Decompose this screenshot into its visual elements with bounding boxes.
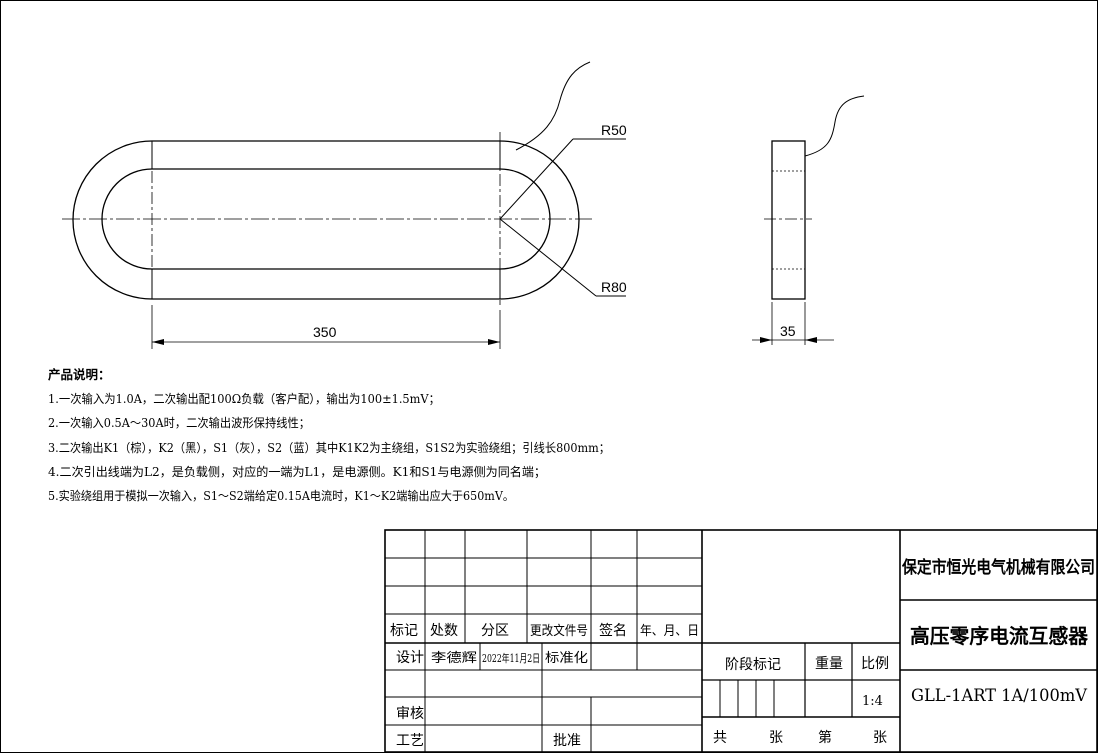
sheet-label-1: 张 xyxy=(769,730,783,746)
weight-label: 重量 xyxy=(815,656,843,672)
dim-r80-label: R80 xyxy=(601,279,627,295)
hdr-doc-no: 更改文件号 xyxy=(530,624,588,639)
r50-leader xyxy=(499,138,574,220)
note-line-2: 2.一次输入0.5A～30A时，二次输出波形保持线性； xyxy=(48,415,310,430)
hdr-zone: 分区 xyxy=(481,623,509,639)
design-label: 设计 xyxy=(396,650,424,666)
designer-name: 李德辉 xyxy=(431,651,477,666)
standardize-label: 标准化 xyxy=(545,651,588,666)
front-view xyxy=(62,61,626,349)
company-name: 保定市恒光电气机械有限公司 xyxy=(901,557,1095,578)
dim-r50-label: R50 xyxy=(601,122,627,138)
product-notes: 产品说明： 1.一次输入为1.0A，二次输出配100Ω负载（客户配），输出为10… xyxy=(48,367,610,503)
note-line-4: 4.二次引出线端为L2，是负载侧，对应的一端为L1，是电源侧。K1和S1与电源侧… xyxy=(48,464,546,479)
title-block xyxy=(384,529,1098,753)
note-line-5: 5.实验绕组用于模拟一次输入，S1～S2端给定0.15A电流时，K1～K2端输出… xyxy=(48,488,514,503)
sheets-total-label: 共 xyxy=(713,730,727,746)
note-line-1: 1.一次输入为1.0A，二次输出配100Ω负载（客户配），输出为100±1.5m… xyxy=(48,391,440,406)
dim-350-label: 350 xyxy=(313,324,337,340)
core-outer-outline xyxy=(72,140,580,300)
hdr-sign: 签名 xyxy=(599,622,627,639)
design-date: 2022年11月2日 xyxy=(482,651,540,665)
approve-label: 批准 xyxy=(553,733,581,749)
core-side-rect xyxy=(771,140,806,300)
dim-35-label: 35 xyxy=(780,323,796,339)
lead-wire xyxy=(515,61,591,151)
hdr-mark: 标记 xyxy=(390,623,418,639)
review-label: 审核 xyxy=(396,706,424,722)
scale-value: 1:4 xyxy=(862,694,883,709)
process-label: 工艺 xyxy=(396,733,424,749)
side-view xyxy=(752,95,865,345)
hdr-count: 处数 xyxy=(430,623,458,639)
r80-leader xyxy=(499,218,597,297)
model-number: GLL-1ART 1A/100mV xyxy=(911,686,1088,706)
scale-label: 比例 xyxy=(861,656,889,672)
note-line-3: 3.二次输出K1（棕），K2（黑），S1（灰），S2（蓝）其中K1K2为主绕组，… xyxy=(48,440,610,455)
side-lead-wire xyxy=(804,95,865,157)
product-name: 高压零序电流互感器 xyxy=(910,624,1089,648)
notes-title: 产品说明： xyxy=(48,367,111,382)
hdr-date: 年、月、日 xyxy=(640,624,699,639)
stage-mark-label: 阶段标记 xyxy=(725,657,781,673)
sheet-label-2: 张 xyxy=(873,730,887,746)
sheet-no-label: 第 xyxy=(818,729,832,746)
title-block-text: 标记 处数 分区 更改文件号 签名 年、月、日 设计 李德辉 2022年11月2… xyxy=(390,557,1095,749)
